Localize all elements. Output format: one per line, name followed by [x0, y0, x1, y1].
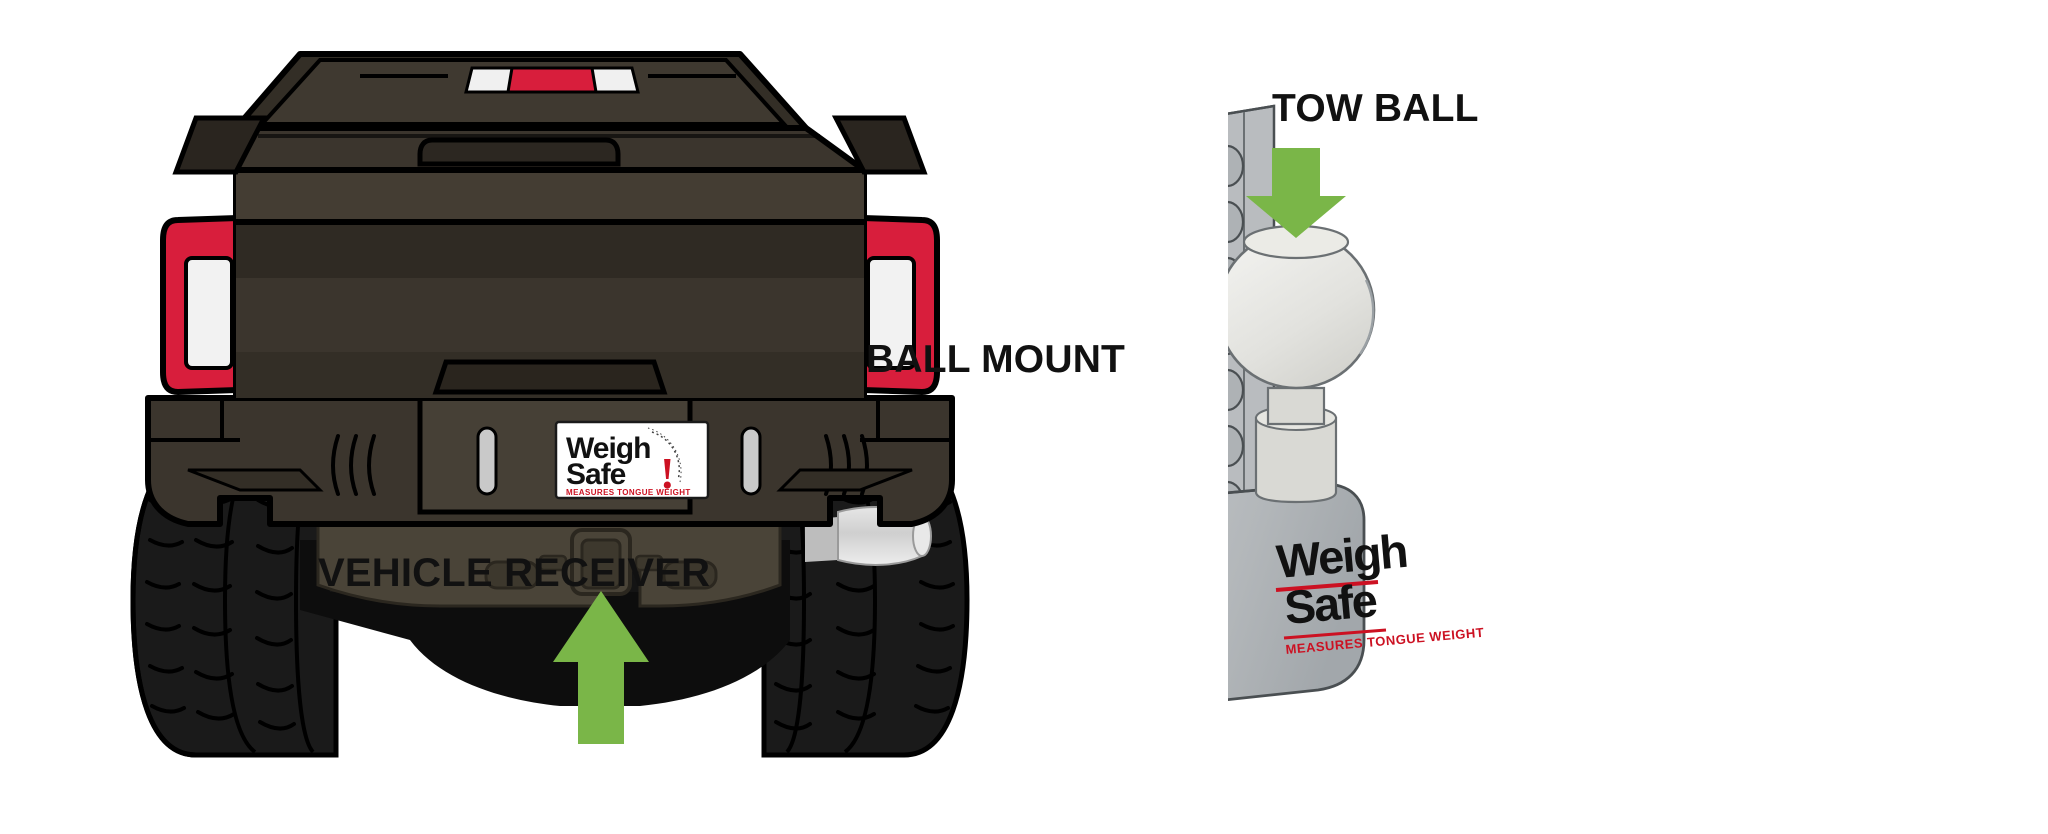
hitch-head-body: Weigh Safe MEASURES TONGUE WEIGHT [1228, 482, 1485, 702]
plate-brand-mark: ! [660, 449, 675, 498]
plate-tagline: MEASURES TONGUE WEIGHT [566, 488, 691, 497]
plate-brand-line1: Weigh [566, 432, 650, 465]
taillight-left [160, 214, 241, 396]
hitch-weigh-safe-logo: Weigh Safe MEASURES TONGUE WEIGHT [1274, 524, 1485, 657]
rear-crossmember [316, 521, 782, 608]
arrow-vehicle-receiver [553, 591, 649, 744]
tow-ball [1228, 224, 1376, 390]
taillight-right [859, 214, 940, 396]
cab-and-roof [172, 51, 928, 175]
arrow-tow-ball [1246, 148, 1346, 238]
hitch-logo-line2: Safe [1282, 573, 1378, 634]
truck-illustration: Weigh Safe ! MEASURES TONGUE WEIGHT [130, 51, 970, 758]
label-vehicle-receiver: VEHICLE RECEIVER [318, 551, 711, 595]
hitch-illustration: Weigh Safe MEASURES TONGUE WEIGHT [1228, 104, 1485, 702]
plate-brand-line2: Safe [566, 458, 626, 491]
truck-receiver-tube [570, 528, 632, 596]
label-tow-ball: TOW BALL [1272, 87, 1479, 130]
weigh-safe-license-plate: Weigh Safe ! MEASURES TONGUE WEIGHT [554, 420, 710, 500]
rear-bumper [145, 395, 955, 527]
third-brake-light [464, 66, 640, 94]
hitch-logo-line1: Weigh [1274, 524, 1408, 588]
label-ball-mount: BALL MOUNT [866, 338, 1126, 381]
tailgate [233, 167, 867, 401]
